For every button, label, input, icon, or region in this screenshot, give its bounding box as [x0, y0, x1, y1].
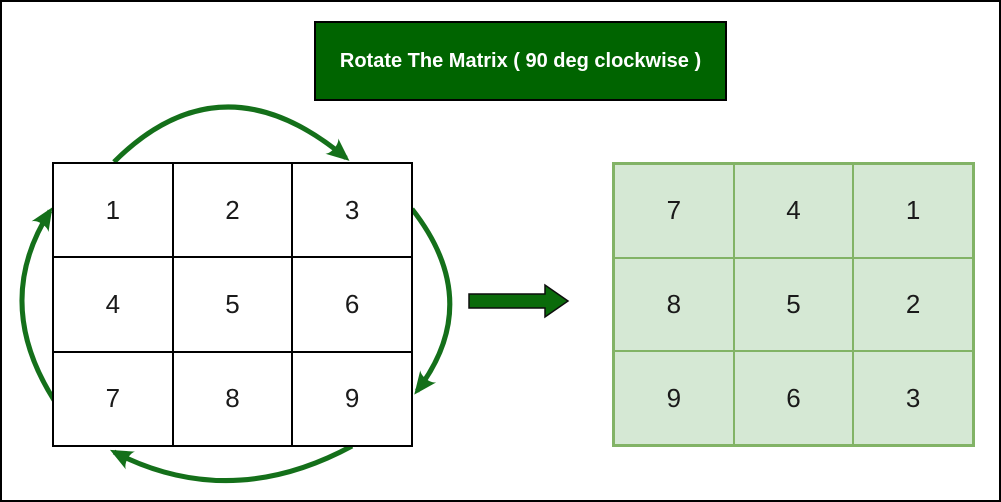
- original-matrix-cell: 5: [172, 257, 293, 352]
- rotate-arc-right-icon: [410, 207, 453, 395]
- original-matrix-cell: 7: [53, 351, 173, 446]
- rotated-matrix-cell: 9: [614, 351, 734, 445]
- rotate-arc-top-icon: [112, 104, 350, 164]
- rotated-matrix-cell: 7: [614, 164, 734, 258]
- original-matrix-cell: 3: [292, 163, 412, 258]
- rotated-matrix-cell: 5: [733, 257, 854, 352]
- rotated-matrix: 7 4 1 8 5 2 9 6 3: [612, 162, 975, 447]
- rotated-matrix-cell: 3: [853, 351, 973, 445]
- original-matrix-cell: 9: [292, 351, 412, 446]
- original-matrix-cell: 2: [172, 163, 293, 258]
- original-matrix-cell: 8: [172, 351, 293, 446]
- rotated-matrix-cell: 4: [733, 164, 854, 258]
- original-matrix-cell: 4: [53, 257, 173, 352]
- original-matrix: 1 2 3 4 5 6 7 8 9: [52, 162, 413, 447]
- rotated-matrix-cell: 6: [733, 351, 854, 445]
- rotate-arc-bottom-icon: [110, 443, 354, 484]
- rotated-matrix-cell: 8: [614, 257, 734, 352]
- rotated-matrix-cell: 1: [853, 164, 973, 258]
- rotate-arc-left-icon: [19, 207, 57, 402]
- original-matrix-cell: 1: [53, 163, 173, 258]
- rotated-matrix-cell: 2: [853, 257, 973, 352]
- page-title: Rotate The Matrix ( 90 deg clockwise ): [339, 49, 702, 72]
- transform-right-arrow-icon: [468, 283, 570, 319]
- title-banner: Rotate The Matrix ( 90 deg clockwise ): [314, 21, 727, 101]
- original-matrix-cell: 6: [292, 257, 412, 352]
